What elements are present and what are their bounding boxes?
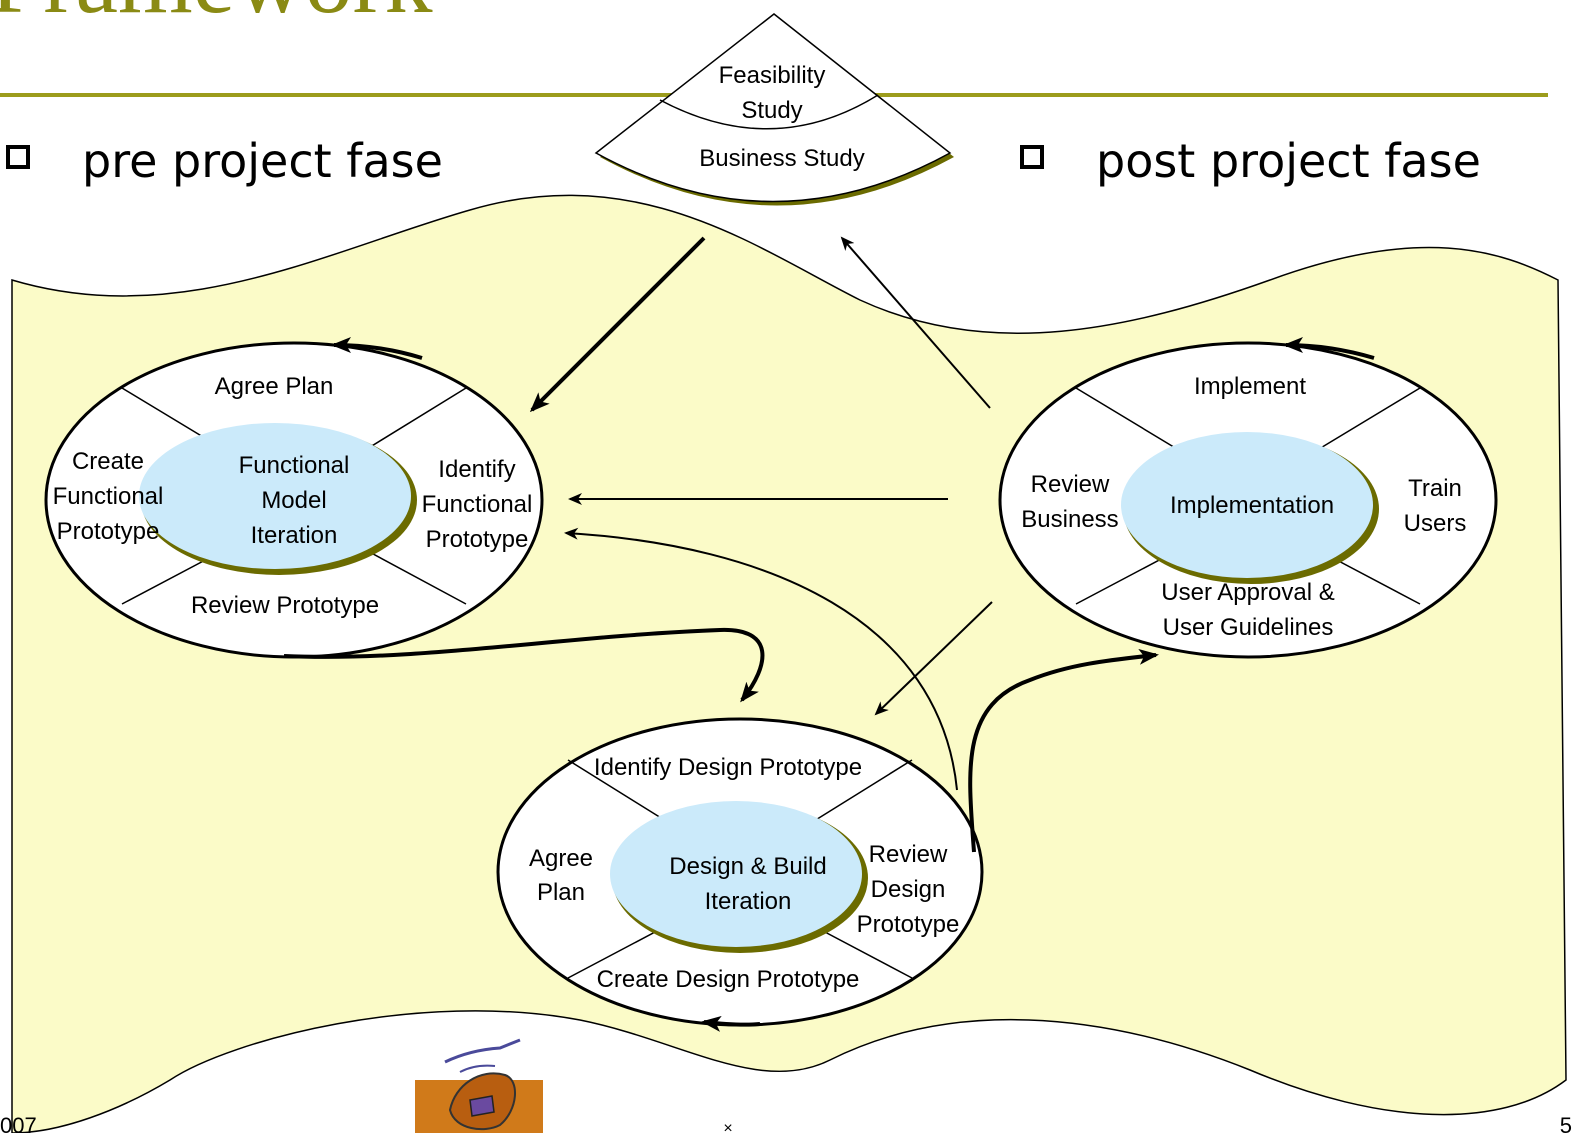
arrow-implementation-to-design [874, 601, 993, 716]
bullet-square-icon [6, 145, 30, 169]
arrow-business-to-functional [529, 236, 706, 413]
functional-model-cycle: Functional Model Iteration Agree Plan Cr… [44, 341, 544, 659]
functional-center-line2: Model [261, 487, 326, 514]
review-prototype-label: Review Prototype [191, 592, 379, 619]
implementation-center-ellipse [1121, 432, 1373, 578]
identify-label: Identify [438, 456, 515, 483]
arrow-functional-to-design [283, 627, 765, 703]
agree-plan-label: Agree Plan [215, 373, 334, 400]
footer-page-number: 5 [1560, 1113, 1572, 1133]
business-label: Business [1021, 506, 1118, 533]
arrow-icon: × [723, 1120, 732, 1133]
left-bullet-text: pre project fase [82, 134, 443, 188]
prototype-label-right: Prototype [426, 526, 529, 553]
plan-label: Plan [537, 879, 585, 906]
identify-design-prototype-label: Identify Design Prototype [594, 754, 862, 781]
implement-label: Implement [1194, 373, 1306, 400]
feasibility-label: Feasibility [719, 62, 826, 89]
design-center-ellipse [610, 801, 862, 947]
design-build-cycle: Design & Build Iteration Identify Design… [496, 717, 984, 1027]
slide-title: Framework [0, 0, 433, 33]
agree-label: Agree [529, 845, 593, 872]
create-label: Create [72, 448, 144, 475]
feasibility-sector: Feasibility Study Business Study [594, 13, 954, 206]
design-center-line2: Iteration [705, 888, 792, 915]
functional-center-line1: Functional [239, 452, 350, 479]
bullet-square-icon [1020, 145, 1044, 169]
user-guidelines-label: User Guidelines [1163, 614, 1334, 641]
functional-label: Functional [53, 483, 164, 510]
logo-figure-icon [415, 1038, 543, 1133]
implementation-cycle-arrow [1283, 337, 1375, 360]
arrow-design-to-functional [564, 527, 958, 791]
implementation-center-label: Implementation [1170, 492, 1334, 519]
business-study-label: Business Study [699, 145, 864, 172]
study-label: Study [741, 97, 802, 124]
right-bullet-text: post project fase [1096, 134, 1481, 188]
user-approval-label: User Approval & [1161, 579, 1334, 606]
review-design-label-3: Prototype [857, 911, 960, 938]
functional-label-right: Functional [422, 491, 533, 518]
footer-left-text: 007 [0, 1113, 37, 1133]
functional-center-ellipse [139, 423, 411, 569]
implementation-cycle: Implementation Implement Review Business… [998, 341, 1498, 659]
design-center-line1: Design & Build [669, 853, 826, 880]
create-design-prototype-label: Create Design Prototype [597, 966, 860, 993]
review-design-label-1: Review [869, 841, 948, 868]
arrow-design-to-implementation [968, 648, 1159, 853]
train-label: Train [1408, 475, 1462, 502]
functional-cycle-arrow [331, 337, 423, 360]
prototype-label: Prototype [57, 518, 160, 545]
users-label: Users [1404, 510, 1467, 537]
review-label: Review [1031, 471, 1110, 498]
design-cycle-arrow [701, 1015, 761, 1032]
arrow-implementation-to-business [840, 236, 991, 409]
review-design-label-2: Design [871, 876, 946, 903]
functional-center-line3: Iteration [251, 522, 338, 549]
